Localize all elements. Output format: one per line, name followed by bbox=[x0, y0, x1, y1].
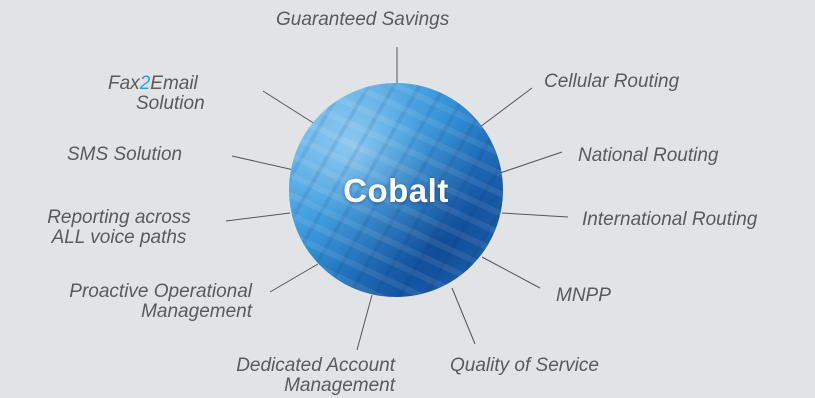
label-sms-solution: SMS Solution bbox=[67, 144, 183, 165]
connector-proactive-operational bbox=[269, 263, 319, 293]
connector-quality-of-service bbox=[451, 287, 476, 345]
connector-sms-solution bbox=[231, 155, 295, 171]
connector-cellular-routing bbox=[479, 87, 533, 128]
label-dedicated-account-management: Dedicated Account Management bbox=[175, 356, 395, 396]
connector-dedicated-account bbox=[356, 294, 373, 351]
reporting-line1: Reporting across bbox=[47, 207, 191, 228]
label-cellular-routing: Cellular Routing bbox=[544, 71, 680, 92]
fax2email-accent: 2 bbox=[139, 73, 151, 94]
hub-texture bbox=[289, 83, 503, 297]
label-quality-of-service: Quality of Service bbox=[450, 355, 599, 376]
label-national-routing: National Routing bbox=[578, 145, 719, 166]
connector-reporting bbox=[225, 212, 291, 222]
cobalt-hub: Cobalt bbox=[289, 83, 503, 297]
connector-international-routing bbox=[501, 212, 569, 218]
label-mnpp: MNPP bbox=[556, 285, 611, 306]
label-proactive-operational-management: Proactive Operational Management bbox=[4, 282, 252, 322]
proactive-operational-line1: Proactive Operational bbox=[69, 281, 252, 302]
connector-national-routing bbox=[499, 151, 563, 174]
dedicated-account-line1: Dedicated Account bbox=[236, 355, 395, 376]
label-fax2email-solution: Fax2Email Solution bbox=[108, 74, 205, 114]
hub-title: Cobalt bbox=[343, 172, 449, 209]
fax2email-pre: Fax bbox=[108, 73, 140, 94]
fax2email-line2: Solution bbox=[136, 93, 205, 114]
connector-mnpp bbox=[481, 256, 541, 289]
label-international-routing: International Routing bbox=[582, 209, 758, 230]
dedicated-account-line2: Management bbox=[284, 375, 395, 396]
fax2email-post: Email bbox=[150, 73, 198, 94]
proactive-operational-line2: Management bbox=[141, 301, 252, 322]
label-guaranteed-savings: Guaranteed Savings bbox=[276, 9, 450, 30]
connector-fax2email bbox=[262, 90, 316, 125]
label-reporting-across-voice-paths: Reporting across ALL voice paths bbox=[14, 208, 224, 248]
reporting-line2: ALL voice paths bbox=[51, 227, 187, 248]
